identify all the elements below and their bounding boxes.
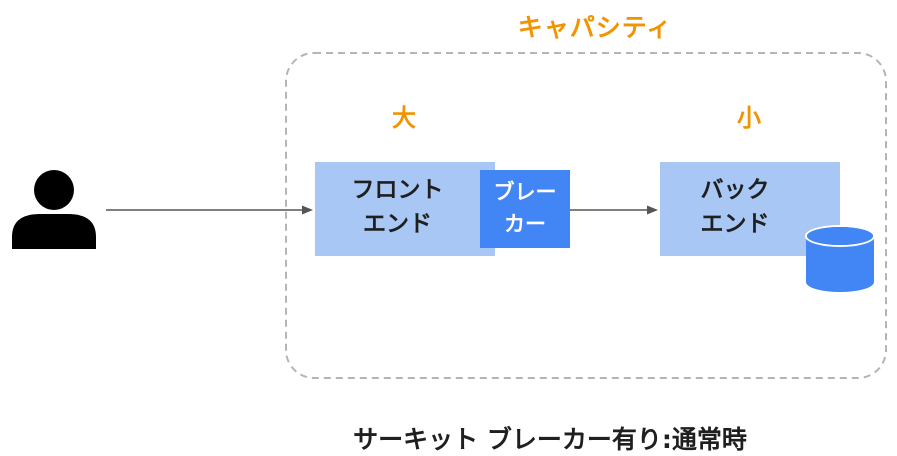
circuit-breaker-label-line2: カー — [504, 212, 546, 236]
database-icon — [805, 225, 875, 292]
frontend-label-line1: フロント — [351, 177, 444, 203]
user-icon — [12, 170, 96, 249]
diagram-caption: サーキット ブレーカー有り:通常時 — [353, 425, 747, 454]
arrow-user-to-frontend — [106, 205, 313, 215]
capacity-large-label: 大 — [392, 104, 416, 132]
circuit-breaker-box — [480, 170, 570, 248]
capacity-small-label: 小 — [737, 104, 761, 132]
backend-label-line1: バック — [700, 177, 770, 203]
capacity-title: キャパシティ — [517, 13, 673, 42]
backend-label-line2: エンド — [700, 211, 770, 237]
arrow-breaker-to-backend — [570, 205, 658, 215]
frontend-box — [315, 162, 495, 256]
frontend-label-line2: エンド — [363, 211, 432, 237]
capacity-region — [285, 52, 887, 379]
circuit-breaker-label-line1: ブレー — [493, 180, 557, 204]
